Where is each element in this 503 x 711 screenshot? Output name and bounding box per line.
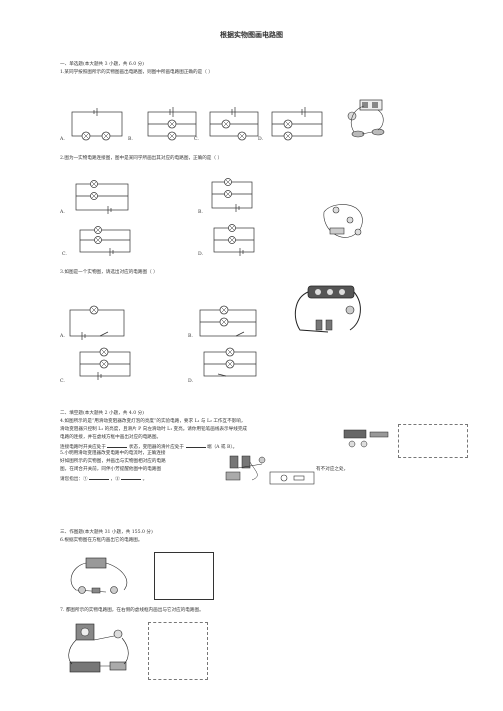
q3-option-b-circuit xyxy=(199,305,257,337)
q4-blank-2[interactable] xyxy=(185,443,206,448)
question-5-line-2: 好如图所示的实物图，并画出与实物图相对应的电路 xyxy=(60,459,166,464)
q4-answer-dashed-box[interactable] xyxy=(398,424,468,458)
q1-option-c-circuit xyxy=(209,107,259,141)
q5-last-end: 。 xyxy=(142,477,148,482)
question-5-line-1: 5.小明用滑动变阻器改变电路中的电流时，正确连接 xyxy=(60,451,166,456)
q2-option-d-label: D. xyxy=(198,252,203,257)
q5-blank-1[interactable] xyxy=(89,475,110,480)
question-1-text: 1.某同学按照图所示的实物图画出电路图，则图中所画电路图正确的是（ ） xyxy=(60,70,213,75)
q7-answer-dashed-box[interactable] xyxy=(148,622,208,680)
q3-option-b-label: B. xyxy=(188,334,193,339)
q5-last-mid: ，② xyxy=(110,477,120,482)
q2-option-c-label: C. xyxy=(62,252,67,257)
question-5-side-text: 有不对应之处， xyxy=(316,467,349,472)
q5-blank-2[interactable] xyxy=(121,475,142,480)
q4-physical-circuit-figure xyxy=(343,429,389,448)
section-3-heading: 三、作图题(本大题共 31 小题，共 155.0 分) xyxy=(60,530,153,535)
q6-physical-circuit-figure xyxy=(70,557,128,594)
q2-option-a-circuit xyxy=(75,180,129,214)
q5-physical-and-circuit-figure xyxy=(225,455,315,485)
question-4-line-2: 滑动变阻器只控制 L₁ 的亮度，且滑片 P 向左滑动时 L₁ 变亮。请你用铅笔画… xyxy=(60,427,248,432)
page-title: 根据实物图画电路图 xyxy=(220,31,283,39)
q2-option-c-circuit xyxy=(79,226,131,256)
q1-option-c-label: C. xyxy=(194,137,199,142)
question-7-text: 7. 都图所示的实物电路图，在右侧的虚线框内画出与它对应的电路图。 xyxy=(60,608,204,613)
q3-option-a-label: A. xyxy=(60,334,65,339)
q1-option-b-circuit xyxy=(147,107,197,141)
q4-last-mid: 状态，变阻器的滑片应处于 xyxy=(128,445,185,450)
question-6-text: 6.根据实物图在方框内画出它的电路图。 xyxy=(60,538,143,543)
q7-physical-circuit-figure xyxy=(68,623,129,673)
q2-option-b-label: B. xyxy=(198,210,203,215)
question-5-line-3: 图，在闭合开关前，同伴小芳提醒他图中的电路图 xyxy=(60,467,162,472)
question-4-line-4: 连接电路时开关应处于 状态，变阻器的滑片应处于 端（A 或 B）。 xyxy=(60,443,237,451)
q1-physical-circuit-figure xyxy=(347,99,385,138)
q1-option-d-label: D. xyxy=(258,137,263,142)
question-4-line-1: 4.如图所示的是“用滑动变阻器改变灯泡的亮度”的实验电路，要求 L₁ 与 L₂ … xyxy=(60,419,246,424)
q2-option-b-circuit xyxy=(211,178,253,212)
q2-option-a-label: A. xyxy=(60,210,65,215)
question-4-line-3: 电路的连接，并在虚线方框中画出对应的电路图。 xyxy=(60,435,162,440)
q3-option-c-label: C. xyxy=(60,379,65,384)
q4-last-post: 端（A 或 B）。 xyxy=(206,445,238,450)
q3-option-a-circuit xyxy=(69,305,125,340)
q6-answer-box[interactable] xyxy=(154,552,214,600)
q4-last-pre: 连接电路时开关应处于 xyxy=(60,445,106,450)
q3-option-c-circuit xyxy=(79,347,131,380)
q3-option-d-circuit xyxy=(203,347,257,377)
q1-option-d-circuit xyxy=(271,107,323,141)
question-2-text: 2.图为一实物电路连接图，图中是某同学所画出其对应的电路图，正确的是（ ） xyxy=(60,156,223,161)
section-1-heading: 一、单选题(本大题共 3 小题，共 6.0 分) xyxy=(60,62,144,67)
q5-last-pre: 请您指出：① xyxy=(60,477,88,482)
q1-option-a-label: A. xyxy=(60,137,65,142)
q3-physical-circuit-figure xyxy=(294,285,361,333)
q4-blank-1[interactable] xyxy=(107,443,128,448)
question-3-text: 3.如图是一个实物图，请选出对应的电路图（ ） xyxy=(60,270,158,275)
q2-physical-circuit-figure xyxy=(323,204,363,238)
q2-option-d-circuit xyxy=(213,224,255,256)
section-2-heading: 二、填空题(本大题共 2 小题，共 4.0 分) xyxy=(60,411,144,416)
q3-option-d-label: D. xyxy=(188,379,193,384)
question-5-line-4: 请您指出：① ，② 。 xyxy=(60,475,147,483)
q1-option-a-circuit xyxy=(71,108,123,141)
q1-option-b-label: B. xyxy=(128,137,133,142)
